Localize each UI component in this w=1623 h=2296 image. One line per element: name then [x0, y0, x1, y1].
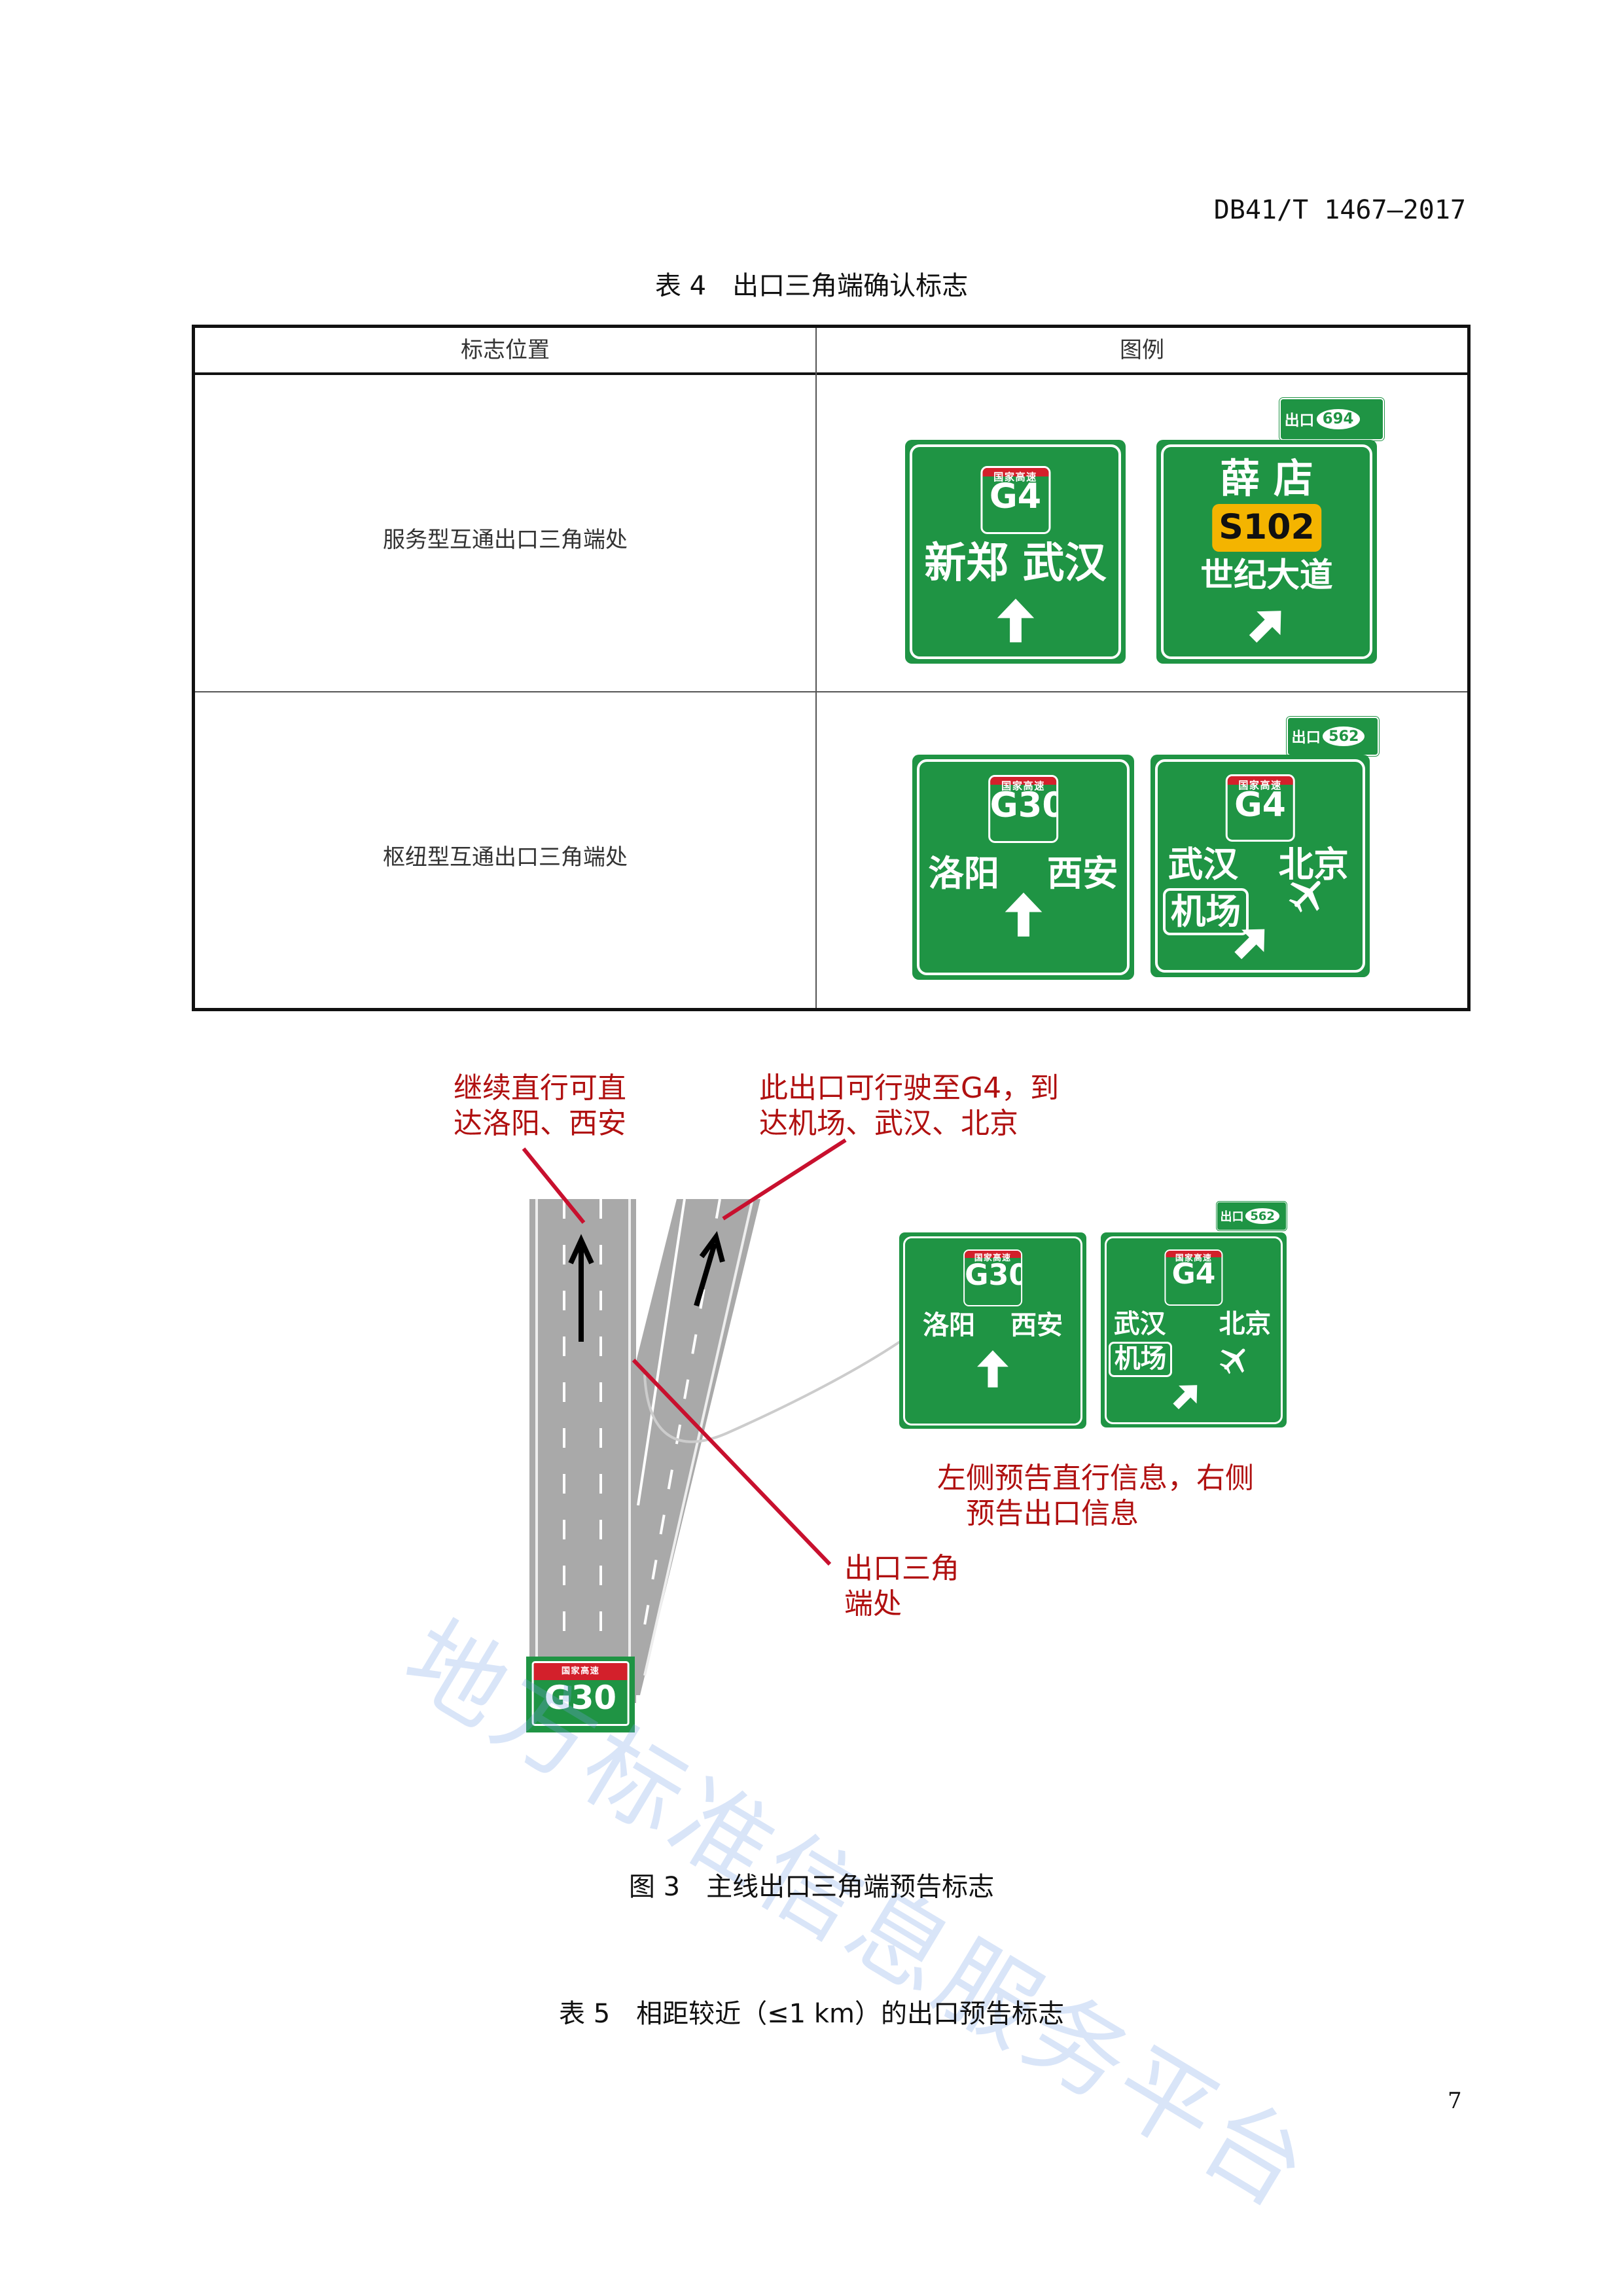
row-divider: [195, 691, 1467, 692]
leader-exit: [722, 1138, 847, 1221]
sign-leader-curve: [643, 1340, 901, 1443]
sign-dest-left: 武汉: [1113, 1309, 1166, 1340]
shield-band: 国家高速: [965, 1250, 1021, 1263]
exit-number-tab: 出口 694: [1279, 397, 1385, 441]
shield-code: G30: [990, 785, 1059, 826]
sign-dest-right: 北京: [1219, 1309, 1272, 1340]
fig-exit-number-tab: 出口 562: [1216, 1201, 1287, 1231]
fig-sign-exit: 国家高速 G4 武汉 北京 机场: [1101, 1232, 1287, 1428]
airport-label: 机场: [1162, 888, 1249, 935]
route-shield: 国家高速 G4: [1164, 1249, 1223, 1306]
route-shield: 国家高速 G30: [963, 1249, 1022, 1306]
document-id: DB41/T 1467—2017: [1213, 195, 1466, 225]
sign-destination: 薛 店: [1220, 456, 1313, 503]
sign-dest-left: 武汉: [1168, 844, 1238, 886]
annotation-exit: 此出口可行驶至G4，到 达机场、武汉、北京: [759, 1071, 1060, 1140]
sign-destinations: 洛阳 西安: [928, 852, 1118, 894]
sign-road: 世纪大道: [1200, 556, 1333, 595]
exit-label: 出口: [1220, 1210, 1244, 1224]
sign-service-straight: 国家高速 G4 新郑 武汉: [905, 440, 1126, 664]
annotation-gore: 出口三角 端处: [844, 1552, 959, 1621]
route-shield: 国家高速 G4: [980, 466, 1051, 535]
arrow-up-icon: [972, 1348, 1014, 1390]
route-shield: 国家高速 G30: [988, 774, 1059, 843]
header-divider: [195, 372, 1467, 375]
exit-number: 694: [1316, 409, 1360, 429]
route-shield: 国家高速 G4: [1225, 774, 1295, 842]
table5-caption: 表 5 相距较近（≤1 km）的出口预告标志: [559, 1999, 1064, 2029]
sign-hub-exit: 国家高速 G4 武汉 北京 机场: [1150, 755, 1370, 978]
leader-straight: [522, 1147, 586, 1224]
sign-destinations: 洛阳 西安: [922, 1310, 1063, 1341]
exit-arrow: [694, 1242, 717, 1307]
exit-ramp: [636, 1199, 760, 1695]
table4-caption: 表 4 出口三角端确认标志: [654, 271, 969, 301]
airport-label: 机场: [1108, 1341, 1173, 1377]
fig-sign-straight: 国家高速 G30 洛阳 西安: [899, 1232, 1086, 1429]
shield-code: G4: [1171, 1257, 1216, 1291]
header-location: 标志位置: [461, 337, 550, 363]
shield-band: 国家高速: [1166, 1250, 1222, 1263]
airplane-icon: [1218, 1342, 1251, 1376]
header-legend: 图例: [1120, 337, 1164, 363]
sign-service-exit: 薛 店 S102 世纪大道: [1156, 440, 1377, 664]
exit-label: 出口: [1284, 412, 1315, 429]
shield-band: 国家高速: [533, 1662, 628, 1681]
leader-gore: [632, 1358, 832, 1566]
exit-number: 562: [1245, 1208, 1280, 1225]
sign-dest-right: 北京: [1278, 844, 1349, 886]
table4: 标志位置 图例 服务型互通出口三角端处 枢纽型互通出口三角端处: [192, 325, 1471, 1011]
shield-code: G30: [544, 1679, 617, 1717]
shield-code: G30: [965, 1258, 1021, 1292]
shield-code: G4: [1234, 785, 1286, 825]
sign-destinations: 新郑 武汉: [924, 539, 1107, 588]
row1-location: 服务型互通出口三角端处: [383, 527, 628, 553]
column-divider: [815, 328, 817, 1008]
route-shield: 国家高速 G30: [531, 1660, 630, 1726]
annotation-signs: 左侧预告直行信息，右侧 预告出口信息: [937, 1462, 1254, 1530]
figure3-caption: 图 3 主线出口三角端预告标志: [628, 1872, 995, 1902]
g30-route-sign: 国家高速 G30: [526, 1657, 635, 1733]
provincial-route-shield: S102: [1211, 503, 1322, 552]
shield-code: G4: [989, 477, 1042, 517]
arrow-up-right-icon: [1169, 1379, 1203, 1412]
sign-hub-straight: 国家高速 G30 洛阳 西安: [912, 755, 1134, 980]
exit-number: 562: [1323, 726, 1365, 746]
page-number: 7: [1448, 2088, 1462, 2114]
row2-location: 枢纽型互通出口三角端处: [383, 844, 628, 870]
exit-label: 出口: [1291, 728, 1321, 746]
exit-number-tab: 出口 562: [1286, 716, 1380, 757]
annotation-straight: 继续直行可直 达洛阳、西安: [454, 1071, 626, 1140]
